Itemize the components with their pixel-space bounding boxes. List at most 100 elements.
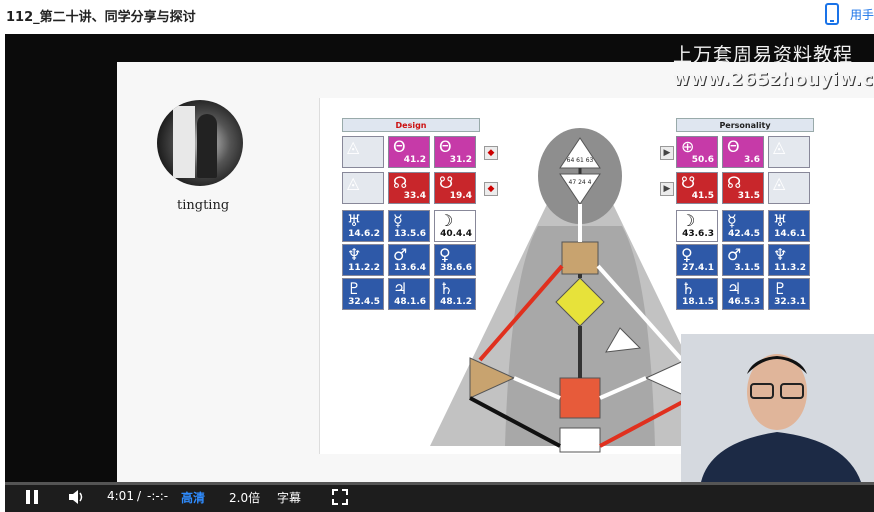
personality-planet-icon: ◬ xyxy=(773,173,786,192)
design-cell-3-0: ♆11.2.2 xyxy=(342,244,384,276)
glasses-right xyxy=(780,383,804,399)
personality-gate-value: 42.4.5 xyxy=(728,229,760,239)
ajna-gates-label: 47 24 4 xyxy=(569,179,592,186)
volume-icon[interactable] xyxy=(67,488,85,506)
presenter-figure xyxy=(681,334,874,482)
personality-gate-value: 50.6 xyxy=(691,155,714,165)
personality-cell-0-0: ⊕50.6 xyxy=(676,136,718,168)
design-arrow-2: ◆ xyxy=(484,182,498,196)
personality-planet-icon: ◬ xyxy=(773,137,786,156)
design-planet-icon: ♅ xyxy=(347,211,362,230)
design-gate-value: 11.2.2 xyxy=(348,263,380,273)
personality-cell-3-0: ♀27.4.1 xyxy=(676,244,718,276)
subtitles-button[interactable]: 字幕 xyxy=(277,491,302,505)
personality-gate-value: 18.1.5 xyxy=(682,297,714,307)
mobile-app-link[interactable]: 用手 xyxy=(822,2,874,26)
design-cell-0-0: ◬ xyxy=(342,136,384,168)
personality-gate-value: 3.6 xyxy=(744,155,760,165)
personality-cell-4-0: ♄18.1.5 xyxy=(676,278,718,310)
speed-button[interactable]: 2.0倍 xyxy=(229,491,261,505)
personality-planet-icon: ☽ xyxy=(681,211,696,230)
design-planet-icon: ☽ xyxy=(439,211,454,230)
personality-planet-icon: ♃ xyxy=(727,279,742,298)
design-gate-value: 33.4 xyxy=(403,191,426,201)
design-cell-4-1: ♃48.1.6 xyxy=(388,278,430,310)
time-current: 4:01 xyxy=(107,489,134,503)
personality-header: Personality xyxy=(676,118,814,132)
design-planet-icon: ♀ xyxy=(439,245,451,264)
avatar-label: tingting xyxy=(177,198,230,213)
quality-button[interactable]: 高清 xyxy=(181,491,206,505)
design-cell-4-2: ♄48.1.2 xyxy=(434,278,476,310)
design-planet-icon: ♇ xyxy=(347,279,362,298)
design-planet-icon: Θ xyxy=(393,137,406,156)
page-title: 112_第二十讲、同学分享与探讨 xyxy=(6,10,196,25)
personality-gate-value: 3.1.5 xyxy=(734,263,760,273)
design-gate-value: 48.1.6 xyxy=(394,297,426,307)
design-planet-icon: ☊ xyxy=(393,173,408,192)
design-gate-value: 41.2 xyxy=(403,155,426,165)
personality-planet-icon: ♀ xyxy=(681,245,693,264)
design-planet-icon: ♃ xyxy=(393,279,408,298)
personality-cell-2-0: ☽43.6.3 xyxy=(676,210,718,242)
design-gate-value: 19.4 xyxy=(449,191,472,201)
personality-cell-4-2: ♇32.3.1 xyxy=(768,278,810,310)
presenter-hair xyxy=(747,356,807,374)
design-cell-1-1: ☊33.4 xyxy=(388,172,430,204)
design-cell-2-1: ☿13.5.6 xyxy=(388,210,430,242)
channel-solar-root xyxy=(599,396,691,448)
personality-planet-icon: ♂ xyxy=(727,245,742,264)
title-bar: 112_第二十讲、同学分享与探讨 用手 xyxy=(0,0,874,34)
design-planet-icon: ◬ xyxy=(347,137,360,156)
avatar-door xyxy=(173,106,195,178)
design-arrow-1: ◆ xyxy=(484,146,498,160)
personality-cell-1-0: ☋41.5 xyxy=(676,172,718,204)
personality-planet-icon: ♅ xyxy=(773,211,788,230)
player-controls: 4:01 / -:-:- 高清 2.0倍 字幕 xyxy=(5,482,874,512)
personality-gate-value: 43.6.3 xyxy=(682,229,714,239)
personality-cell-2-2: ♅14.6.1 xyxy=(768,210,810,242)
personality-planet-icon: ♇ xyxy=(773,279,788,298)
design-gate-value: 40.4.4 xyxy=(440,229,472,239)
personality-cell-0-2: ◬ xyxy=(768,136,810,168)
watermark-title: 上万套周易资料教程 xyxy=(673,44,854,66)
pause-icon[interactable] xyxy=(23,488,41,506)
personality-planet-icon: ♄ xyxy=(681,279,696,298)
fullscreen-icon[interactable] xyxy=(331,488,349,506)
personality-gate-value: 31.5 xyxy=(737,191,760,201)
phone-icon xyxy=(824,3,839,25)
watermark-url: www.265zhouyiw.c xyxy=(673,69,874,90)
personality-gate-value: 27.4.1 xyxy=(682,263,714,273)
design-gate-value: 13.6.4 xyxy=(394,263,426,273)
channel-spleen-root xyxy=(469,396,561,448)
personality-planet-icon: ♆ xyxy=(773,245,788,264)
channel-throat-spleen xyxy=(478,264,564,362)
personality-gate-value: 11.3.2 xyxy=(774,263,806,273)
design-planet-icon: ☿ xyxy=(393,211,403,230)
design-planet-icon: ♆ xyxy=(347,245,362,264)
avatar-figure xyxy=(197,114,217,178)
design-cell-3-1: ♂13.6.4 xyxy=(388,244,430,276)
personality-cell-1-1: ☊31.5 xyxy=(722,172,764,204)
design-cell-1-2: ☋19.4 xyxy=(434,172,476,204)
design-header: Design xyxy=(342,118,480,132)
design-cell-4-0: ♇32.4.5 xyxy=(342,278,384,310)
mobile-app-label: 用手 xyxy=(849,7,874,22)
personality-gate-value: 41.5 xyxy=(691,191,714,201)
time-separator: / xyxy=(137,489,142,503)
personality-cell-1-2: ◬ xyxy=(768,172,810,204)
design-cell-2-2: ☽40.4.4 xyxy=(434,210,476,242)
channel-spleen-sacral xyxy=(513,376,561,400)
sacral-center xyxy=(559,377,601,419)
personality-cell-2-1: ☿42.4.5 xyxy=(722,210,764,242)
design-planet-icon: ♂ xyxy=(393,245,408,264)
personality-cell-4-1: ♃46.5.3 xyxy=(722,278,764,310)
video-player[interactable]: 上万套周易资料教程 www.265zhouyiw.c tingting Desi… xyxy=(5,34,874,512)
design-cell-2-0: ♅14.6.2 xyxy=(342,210,384,242)
presenter-face xyxy=(747,354,807,430)
progress-track[interactable] xyxy=(5,482,874,485)
